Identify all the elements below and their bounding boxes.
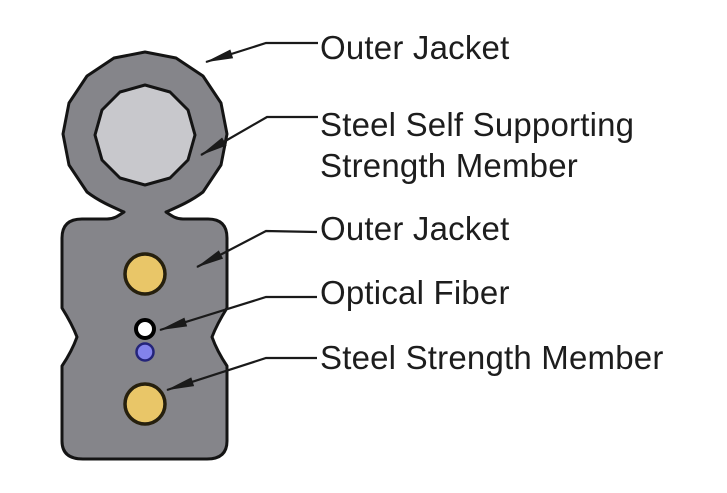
label-optical-fiber: Optical Fiber [320,272,510,313]
label-line: Outer Jacket [320,29,510,66]
label-steel-strength-member: Steel Strength Member [320,337,664,378]
leader-outer-jacket-top [205,41,318,64]
label-line: Optical Fiber [320,274,510,311]
leader-optical-fiber [159,295,317,332]
leader-steel-self-supporting-member [200,115,318,156]
leader-steel-strength-member [166,356,317,392]
fiber-blue-dot-shape [135,342,155,362]
steel-strength-member-bottom-shape [123,382,167,426]
leader-outer-jacket-body [196,229,318,268]
label-steel-self-supporting-member: Steel Self Supporting Strength Member [320,104,634,186]
label-outer-jacket-top: Outer Jacket [320,27,509,68]
label-line: Steel Self Supporting [320,106,635,143]
label-line: Outer Jacket [320,210,510,247]
steel-self-supporting-strength-member-shape [93,83,197,187]
optical-fiber-shape [134,318,156,340]
steel-strength-member-top-shape [123,252,167,296]
label-outer-jacket-body: Outer Jacket [320,208,509,249]
label-line: Steel Strength Member [320,339,664,376]
label-line: Strength Member [320,147,578,184]
